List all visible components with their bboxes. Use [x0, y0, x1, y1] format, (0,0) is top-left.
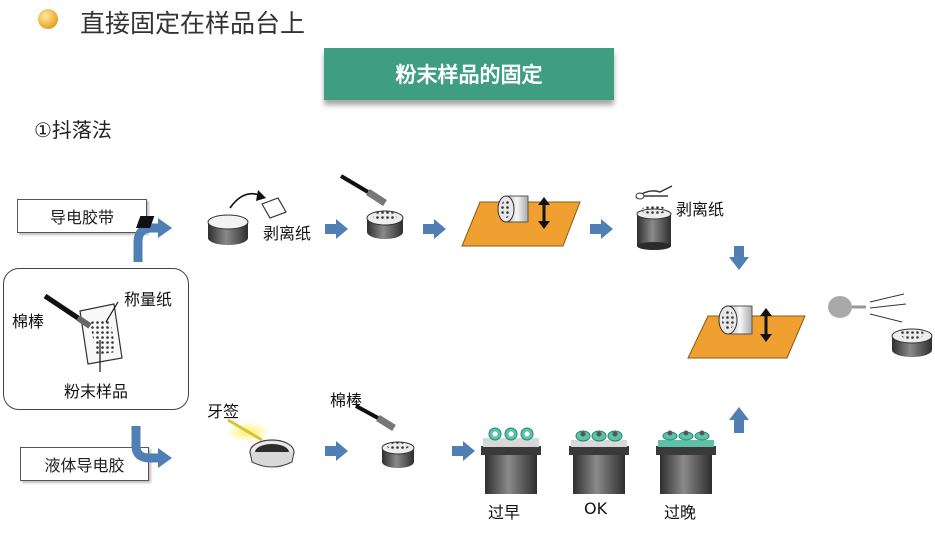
flow-arrow-up-icon: [729, 407, 749, 433]
finished-stub-icon: [891, 328, 933, 357]
stub-with-peel-paper-icon: [635, 185, 673, 250]
weighing-paper-icon: [79, 303, 123, 365]
banner-title: 粉末样品的固定: [324, 48, 614, 100]
flow-arrow-icon: [325, 441, 348, 461]
peel-paper-label: 剥离纸: [676, 200, 725, 219]
curved-arrow-icon: [131, 426, 172, 468]
method-label: ①抖落法: [34, 118, 112, 142]
stub-with-tape-icon: [136, 214, 249, 245]
flow-arrow-icon: [423, 219, 446, 239]
curved-arrow-icon: [133, 218, 172, 262]
stub-too-late-icon: [656, 430, 716, 494]
tapping-plate-icon: [461, 195, 581, 247]
flow-arrow-down-icon: [729, 246, 749, 270]
glue-dish-icon: [249, 439, 295, 468]
stub-with-powder-icon: [366, 210, 404, 239]
powder-sample-label: 粉末样品: [64, 382, 129, 401]
section-heading: 直接固定在样品台上: [80, 9, 306, 38]
ok-label: OK: [584, 499, 608, 518]
stub-ok-icon: [569, 430, 629, 494]
bullet-icon: [38, 9, 58, 29]
liquid-glue-label: 液体导电胶: [20, 447, 149, 481]
stub-too-early-icon: [481, 427, 541, 494]
swab-label: 棉棒: [330, 391, 363, 410]
peel-paper-label: 剥离纸: [263, 224, 312, 243]
swab-label: 棉棒: [12, 312, 45, 331]
swab-icon: [43, 293, 92, 329]
too-early-label: 过早: [488, 503, 521, 522]
too-late-label: 过晚: [664, 503, 697, 522]
tapping-plate-icon: [687, 305, 806, 359]
toothpick-icon: [226, 418, 270, 442]
flow-arrow-icon: [325, 219, 348, 239]
flow-arrow-icon: [590, 219, 613, 239]
curved-arrow-icon: [229, 190, 266, 209]
swab-icon: [339, 174, 387, 206]
conductive-tape-label: 导电胶带: [17, 199, 147, 233]
air-blower-icon: [828, 293, 907, 323]
flow-arrow-icon: [452, 441, 475, 461]
weighing-paper-label: 称量纸: [124, 290, 173, 309]
stub-with-powder-icon: [381, 441, 415, 468]
peel-paper-icon: [261, 197, 287, 219]
swab-icon: [355, 404, 396, 431]
toothpick-label: 牙签: [207, 402, 240, 421]
pointer-line: [105, 301, 119, 323]
